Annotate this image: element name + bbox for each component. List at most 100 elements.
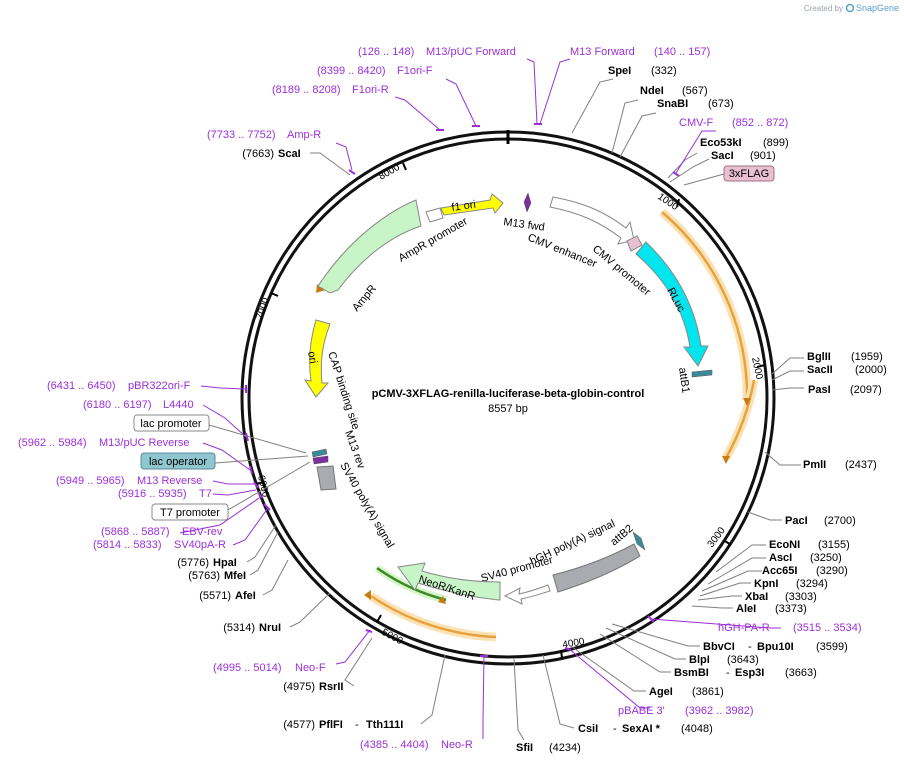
sv40-promoter-feature [503, 584, 551, 605]
m13-fwd-label: M13 fwd [503, 216, 546, 234]
enzyme-ndei: NdeI [640, 85, 664, 97]
enzyme-kpni-pos: (3294) [796, 578, 828, 590]
attb1-marker [691, 369, 713, 378]
primer-leader-lines [179, 58, 781, 739]
sv40-polya-label: SV40 poly(A) signal [337, 461, 396, 551]
rluc-feature [635, 241, 709, 367]
orf-arcs [316, 201, 759, 642]
enzyme-saci: SacI [711, 150, 734, 162]
enzyme-scai: ScaI [278, 148, 301, 160]
sv40-promoter-label: SV40 promoter [480, 554, 555, 585]
lac-operator-leader [214, 455, 309, 464]
primer-neo-f-name: Neo-F [295, 662, 326, 674]
primer-sv40pa-r-name: SV40pA-R [174, 539, 226, 551]
enzyme-pasi: PasI [808, 384, 831, 396]
enzyme-sfii: SfiI [516, 742, 533, 754]
enzyme-snabi: SnaBI [657, 98, 688, 110]
cmv-enhancer-feature [549, 196, 635, 245]
primer-hgh-pa-r-range: (3515 .. 3534) [793, 622, 862, 634]
enzyme-scai-pos: (7663) [242, 148, 274, 160]
lac-promoter-box-label: lac promoter [140, 418, 201, 430]
primer-pbabe3-range: (3962 .. 3982) [685, 705, 754, 717]
primer-m13-fwd-range: (140 .. 157) [654, 46, 710, 58]
flag-box-label: 3xFLAG [729, 168, 769, 180]
enzyme-eco53ki-pos: (899) [763, 137, 789, 149]
primer-pbabe3-name: pBABE 3' [618, 705, 665, 717]
flag-box-leader [683, 173, 725, 186]
enzyme-mfei-pos: (5763) [188, 570, 220, 582]
enzyme-acc65i: Acc65I [762, 565, 797, 577]
primer-neo-f-range: (4995 .. 5014) [213, 662, 282, 674]
enzyme-nrui: NruI [259, 622, 281, 634]
primer-amp-r-name: Amp-R [287, 129, 321, 141]
primer-m13puc-rev-range: (5962 .. 5984) [18, 437, 87, 449]
t7-promoter-box-label: T7 promoter [160, 507, 220, 519]
enzyme-pasi-pos: (2097) [850, 384, 882, 396]
enzyme-xbai-pos: (3303) [785, 591, 817, 603]
enzyme-bbvci-dash: - [748, 641, 752, 653]
enzyme-bbvci: BbvCI [703, 641, 735, 653]
enzyme-econi-pos: (3155) [818, 539, 850, 551]
sv40-polya-feature [316, 465, 337, 491]
primer-markers [245, 123, 680, 657]
enzyme-blpi-pos: (3643) [727, 654, 759, 666]
primer-pbr322ori-f-range: (6431 .. 6450) [47, 380, 116, 392]
enzyme-spei: SpeI [608, 65, 631, 77]
enzyme-acc65i-pos: (3290) [816, 565, 848, 577]
primer-m13-rev-name: M13 Reverse [137, 475, 202, 487]
f1-ori-feature [440, 193, 504, 216]
enzyme-sfii-pos: (4234) [549, 742, 581, 754]
primer-ebv-rev-name: EBV-rev [182, 526, 223, 538]
primer-neo-r-name: Neo-R [441, 739, 473, 751]
tick-1000: 1000 [655, 191, 680, 213]
f1-ori-label: f1 ori [451, 199, 477, 214]
enzyme-asci: AscI [769, 552, 792, 564]
enzyme-sacii: SacII [807, 364, 833, 376]
lac-promoter-leader [208, 424, 307, 454]
enzyme-mfei: MfeI [224, 570, 246, 582]
enzyme-saci-pos: (901) [750, 150, 776, 162]
primer-l4440-range: (6180 .. 6197) [83, 399, 152, 411]
primer-neo-r-range: (4385 .. 4404) [360, 739, 429, 751]
primer-t7-name: T7 [199, 488, 212, 500]
enzyme-ndei-pos: (567) [682, 85, 708, 97]
enzyme-agei: AgeI [649, 686, 673, 698]
enzyme-alei: AleI [736, 603, 756, 615]
cap-binding-site-label: CAP binding site [325, 350, 361, 431]
enzyme-csii: CsiI [578, 723, 598, 735]
enzyme-bsmbi-pos: (3663) [785, 667, 817, 679]
flag-tag-feature [626, 235, 643, 252]
enzyme-eco53ki: Eco53kI [700, 137, 742, 149]
enzyme-pflfi-dash: - [355, 719, 359, 731]
t7-promoter-marker [312, 455, 329, 465]
watermark-brand: SnapGene [856, 3, 899, 13]
enzyme-pmli-pos: (2437) [845, 459, 877, 471]
tick-2000: 2000 [749, 356, 764, 380]
primer-amp-r-range: (7733 .. 7752) [207, 129, 276, 141]
primer-hgh-pa-r-name: hGH-PA-R [718, 622, 770, 634]
enzyme-pflfi: PflFI [319, 719, 343, 731]
enzyme-spei-pos: (332) [651, 65, 677, 77]
enzyme-bbvci-pos: (3599) [816, 641, 848, 653]
enzyme-esp3i: Esp3I [735, 667, 764, 679]
ori-feature [303, 319, 331, 398]
tick-marks [255, 162, 766, 659]
enzyme-csii-pos: (4048) [681, 723, 713, 735]
primer-sv40pa-r-range: (5814 .. 5833) [93, 539, 162, 551]
enzyme-sexai: SexAI * [622, 723, 661, 735]
enzyme-hpai-pos: (5776) [177, 557, 209, 569]
lac-operator-box-label: lac operator [149, 456, 207, 468]
primer-ebv-rev-range: (5868 .. 5887) [101, 526, 170, 538]
primer-m13-fwd-name: M13 Forward [570, 46, 635, 58]
enzyme-rsrii: RsrII [319, 681, 343, 693]
primer-m13puc-fwd-range: (126 .. 148) [358, 46, 414, 58]
t7-promoter-box [151, 503, 229, 521]
enzyme-bsmbi-dash: - [726, 667, 730, 679]
enzyme-bpu10i: Bpu10I [757, 641, 794, 653]
lac-promoter-box [133, 414, 210, 432]
enzyme-asci-pos: (3250) [810, 552, 842, 564]
enzyme-hpai: HpaI [213, 557, 237, 569]
enzyme-bglii: BglII [807, 351, 831, 363]
hgh-polya-feature [552, 543, 641, 593]
